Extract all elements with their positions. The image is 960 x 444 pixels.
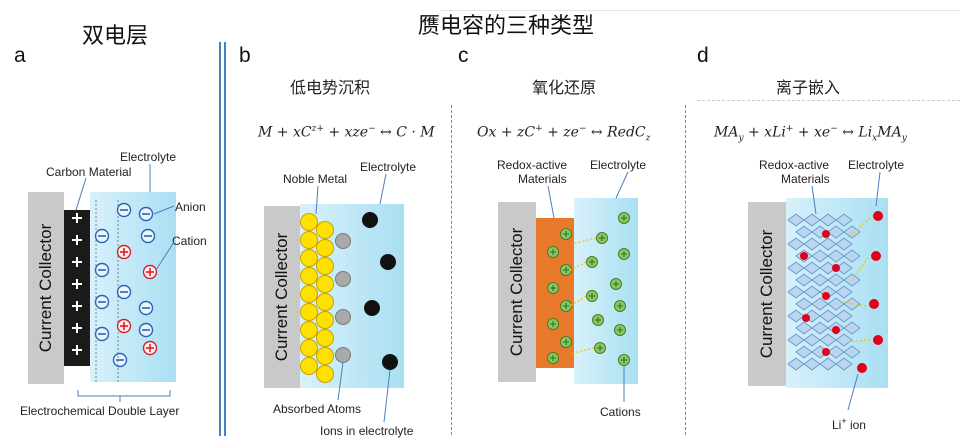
carbon-material-label: Carbon Material	[46, 165, 132, 179]
panel-c-equation: Ox + zC+ + ze− ↔ RedCz	[477, 124, 651, 144]
panel-a-letter: a	[14, 44, 26, 67]
electrolyte-li	[857, 211, 883, 373]
panel-c-graphics	[547, 171, 630, 402]
double-divider-left	[219, 42, 221, 436]
panel-b-current-collector: Current Collector	[264, 206, 300, 388]
panel-d-letter: d	[697, 44, 709, 67]
ions-label: Ions in electrolyte	[320, 424, 414, 438]
panel-b-equation: M + xCz+ + xze− ↔ C · M	[258, 124, 435, 141]
double-layer-label: Electrochemical Double Layer	[20, 404, 180, 418]
panel-c-redox-label-1: Redox-active	[497, 158, 568, 172]
dashed-divider-cd	[685, 105, 686, 435]
panel-c-electrolyte-label: Electrolyte	[590, 158, 647, 172]
edl-title: 双电层	[82, 24, 149, 49]
panel-c-title: 氧化还原	[532, 78, 597, 97]
noble-metal-atoms	[300, 213, 334, 383]
panel-b-electrolyte-label: Electrolyte	[360, 160, 417, 174]
panel-b-letter: b	[239, 44, 251, 67]
panel-c-redox-label-2: Materials	[518, 172, 567, 186]
li-transfer-arrows	[843, 217, 871, 343]
panel-b-graphics	[300, 173, 398, 423]
electrolyte-cations	[586, 212, 630, 366]
panel-a-electrolyte-label: Electrolyte	[120, 150, 177, 164]
cations-label: Cations	[600, 405, 641, 419]
double-divider-right	[224, 42, 226, 436]
electrolyte-ions	[362, 212, 398, 370]
plus-signs	[72, 213, 82, 355]
li-ion-label: Li+ ion	[832, 416, 866, 432]
panel-a-graphics	[72, 164, 175, 402]
transfer-arrows	[569, 237, 597, 355]
panel-a-current-collector: Current Collector	[28, 192, 64, 384]
panel-d-title: 离子嵌入	[776, 78, 841, 97]
anion-label: Anion	[175, 200, 206, 214]
absorbed-atoms-label: Absorbed Atoms	[273, 402, 362, 416]
panel-d-current-collector: Current Collector	[748, 202, 786, 386]
panel-d-top-rule	[697, 100, 960, 102]
panel-d-redox-label-1: Redox-active	[759, 158, 830, 172]
page-title: 赝电容的三种类型	[418, 14, 595, 39]
panel-b-title: 低电势沉积	[290, 78, 371, 97]
panel-c-letter: c	[458, 44, 469, 67]
panel-a-electrolyte	[90, 192, 176, 382]
top-rule	[440, 10, 960, 11]
dashed-divider-bc	[451, 105, 452, 435]
cation-label: Cation	[172, 234, 207, 248]
panel-c-current-collector: Current Collector	[498, 202, 536, 382]
panel-c-electrolyte	[574, 198, 638, 384]
panel-d-electrolyte-label: Electrolyte	[848, 158, 905, 172]
panel-d-equation: MAy + xLi+ + xe− ↔ LixMAy	[714, 124, 907, 144]
panel-d-redox-label-2: Materials	[781, 172, 830, 186]
noble-metal-label: Noble Metal	[283, 172, 348, 186]
intercalated-li	[800, 230, 840, 356]
